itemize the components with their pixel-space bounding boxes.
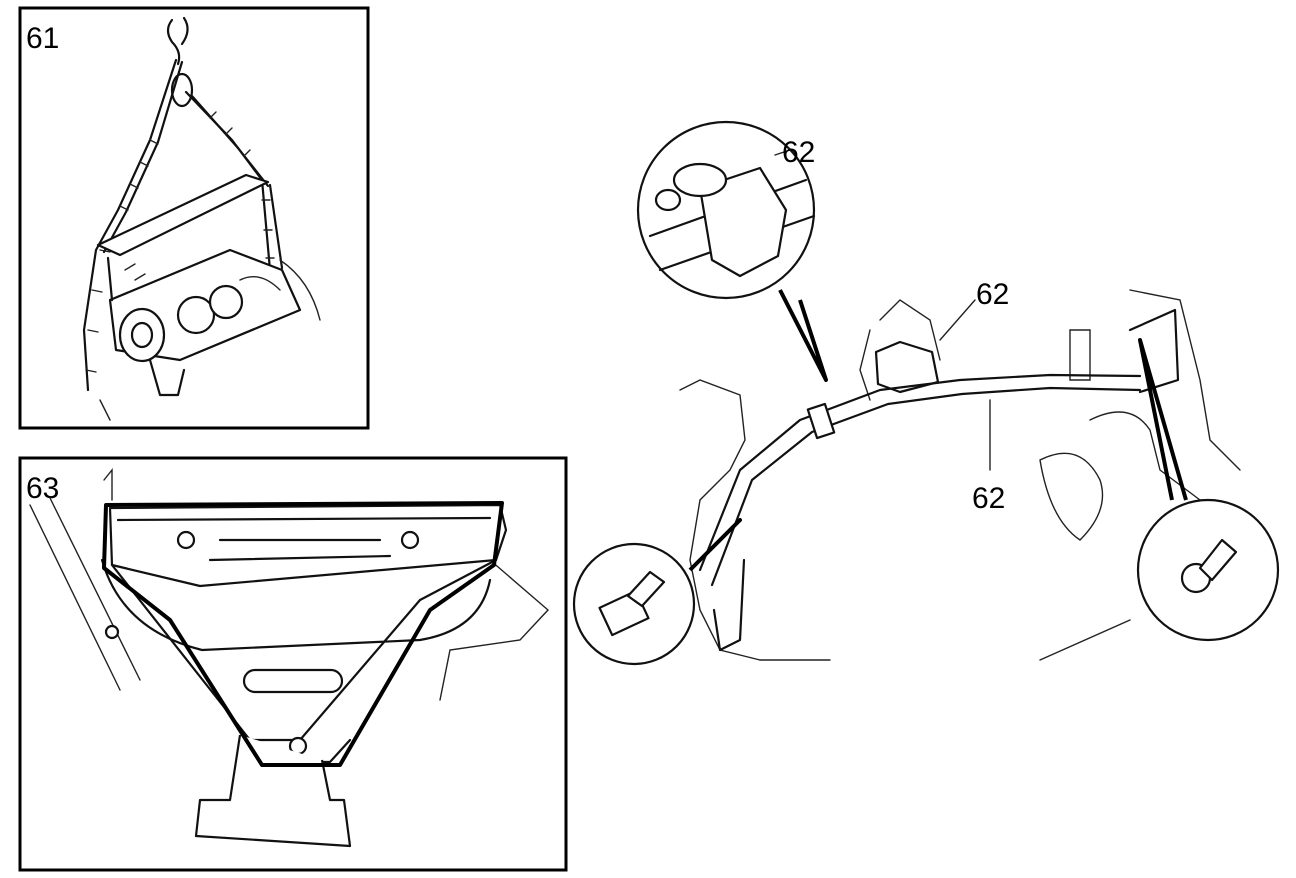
panel-engine-sling: 61 [18,6,370,430]
chain-sling [82,58,275,392]
heat-shield [108,503,508,848]
panel-label-63: 63 [26,472,59,505]
callout-62-detail: 62 [782,136,815,169]
hanger-detail-callout [636,120,828,382]
shield-highlight-outline [102,501,504,767]
vehicle-underbody [679,289,1241,661]
engine-block [96,173,321,421]
panel-frame [18,456,568,872]
background-structure [29,468,550,701]
panel-label-61: 61 [26,22,59,55]
bolt-detail-right [1136,338,1280,642]
bolt-detail-left [572,518,742,666]
callout-62-lower: 62 [972,482,1005,515]
exhaust-pipe [698,308,1180,652]
callout-leaders [774,149,991,471]
callout-62-upper: 62 [976,278,1009,311]
panel-frame [18,6,370,430]
lifting-hook [166,16,194,108]
main-exhaust-view: 62 62 62 [572,120,1280,666]
panel-heat-shield: 63 [18,456,568,872]
